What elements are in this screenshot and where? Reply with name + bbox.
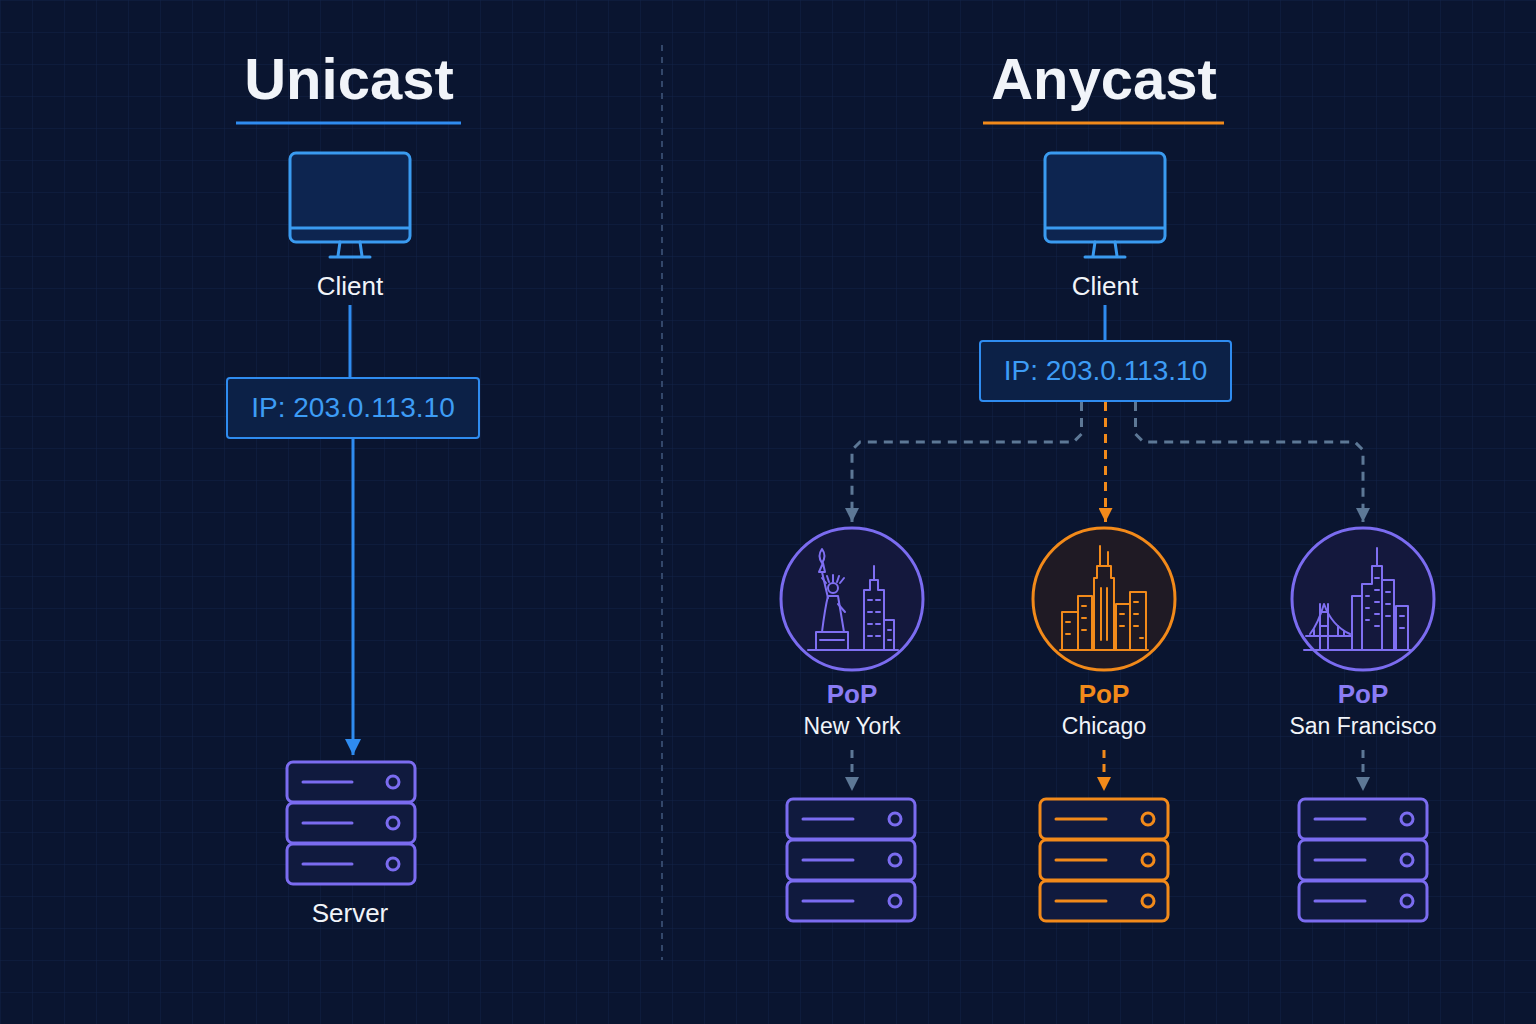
- connector-line: [1104, 305, 1107, 340]
- monitor-stand: [330, 242, 370, 257]
- city-name: San Francisco: [1263, 712, 1463, 741]
- server-icon: [787, 799, 915, 921]
- server-icon: [1299, 799, 1427, 921]
- pop-label: PoP: [752, 678, 952, 710]
- ip-address-box: IP: 203.0.113.10: [226, 377, 480, 439]
- city-name: New York: [752, 712, 952, 741]
- section-heading: Anycast: [904, 44, 1304, 114]
- monitor-screen: [290, 153, 410, 242]
- server-led: [387, 817, 399, 829]
- node-label: Client: [280, 270, 420, 302]
- connector-group: [350, 305, 1363, 755]
- circle-outline: [1263, 522, 1463, 744]
- client-node: Client: [280, 150, 420, 305]
- monitor-bezel: [290, 227, 410, 230]
- server-unit: [287, 803, 415, 843]
- pop-server-arrow: [1362, 750, 1365, 791]
- node-label: Client: [1035, 270, 1175, 302]
- monitor-screen: [1045, 153, 1165, 242]
- monitor-stand: [1085, 242, 1125, 257]
- ip-address-box: IP: 203.0.113.10: [979, 340, 1232, 402]
- server-unit: [287, 762, 415, 802]
- node-label: Server: [280, 897, 420, 929]
- city-name: Chicago: [1004, 712, 1204, 741]
- pop-node: PoPNew York: [752, 522, 952, 744]
- pop-server-arrow: [851, 750, 854, 791]
- section-heading: Unicast: [149, 44, 549, 114]
- circle-outline: [1004, 522, 1204, 744]
- client-node: Client: [1035, 150, 1175, 305]
- pop-circle: [1292, 528, 1434, 670]
- server-slot: [303, 863, 352, 866]
- anycast-route-selected: [1104, 402, 1107, 522]
- server-node: Server: [280, 755, 420, 930]
- heading-underline: [236, 122, 461, 125]
- ip-address: IP: 203.0.113.10: [251, 391, 454, 425]
- circle-outline: [752, 522, 952, 744]
- connector-line: [349, 305, 352, 377]
- pop-node: PoPSan Francisco: [1263, 522, 1463, 744]
- ip-address: IP: 203.0.113.10: [1004, 354, 1207, 388]
- pop-label: PoP: [1263, 678, 1463, 710]
- anycast-route: [852, 402, 1082, 522]
- pop-server-arrow: [1103, 750, 1106, 791]
- pop-node: PoPChicago: [1004, 522, 1204, 744]
- divider-line: [661, 45, 663, 960]
- pop-circle: [1033, 528, 1175, 670]
- monitor-bezel: [1045, 227, 1165, 230]
- server-icon: [1040, 799, 1168, 921]
- server-led: [387, 858, 399, 870]
- anycast-route: [1136, 402, 1364, 522]
- pop-label: PoP: [1004, 678, 1204, 710]
- server-led: [387, 776, 399, 788]
- server-unit: [287, 844, 415, 884]
- heading-underline: [983, 122, 1224, 125]
- server-slot: [303, 781, 352, 784]
- pop-circle: [781, 528, 923, 670]
- server-slot: [303, 822, 352, 825]
- connector-arrow: [352, 439, 355, 755]
